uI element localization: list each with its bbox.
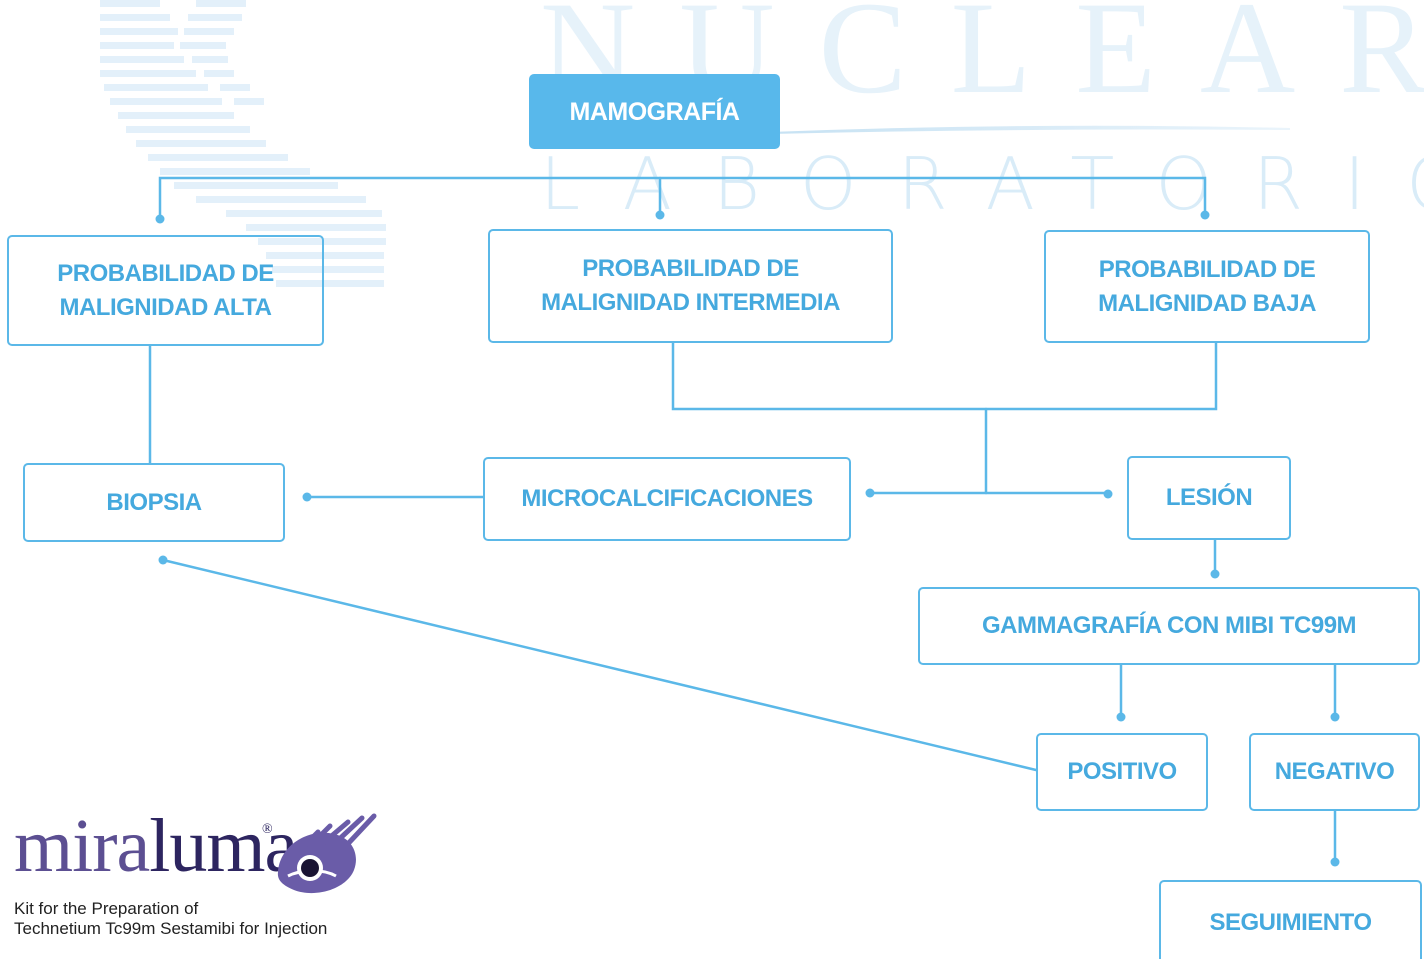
node-probabilidad-intermedia: PROBABILIDAD DE MALIGNIDAD INTERMEDIA xyxy=(488,229,893,343)
node-negativo: NEGATIVO xyxy=(1249,733,1420,811)
connector-root-branches xyxy=(158,176,1207,221)
miraluma-logo: miraluma ® Kit for the Preparation of Te… xyxy=(14,808,394,959)
logo-word-dark: luma xyxy=(149,804,298,888)
connector-dot xyxy=(158,555,168,565)
connector-dot xyxy=(1116,712,1126,722)
node-biopsia: BIOPSIA xyxy=(23,463,285,542)
node-probabilidad-baja: PROBABILIDAD DE MALIGNIDAD BAJA xyxy=(1044,230,1370,343)
connector-dot xyxy=(1103,489,1113,499)
connector-dot xyxy=(1330,857,1340,867)
node-probabilidad-alta: PROBABILIDAD DE MALIGNIDAD ALTA xyxy=(7,235,324,346)
node-gammagrafia: GAMMAGRAFÍA CON MIBI TC99M xyxy=(918,587,1420,665)
connector-dot xyxy=(1200,210,1210,220)
connector-dot xyxy=(865,488,875,498)
connector-positivo-biopsia xyxy=(161,558,1038,772)
node-mamografia: MAMOGRAFÍA xyxy=(529,74,780,149)
connector-dot xyxy=(655,210,665,220)
logo-wordmark: miraluma xyxy=(14,808,298,884)
node-positivo: POSITIVO xyxy=(1036,733,1208,811)
watermark-subtitle: LABORATORIO xyxy=(540,142,1424,226)
node-seguimiento: SEGUIMIENTO xyxy=(1159,880,1422,959)
logo-word-light: mira xyxy=(14,804,150,888)
connector-dot xyxy=(155,214,165,224)
connector-dot xyxy=(1210,569,1220,579)
logo-tagline-2: Technetium Tc99m Sestamibi for Injection xyxy=(14,919,328,938)
eye-emblem-icon xyxy=(277,813,377,894)
logo-registered-mark: ® xyxy=(262,822,273,837)
connector-merge-intermedia-baja xyxy=(671,341,1218,411)
watermark-swoosh-icon xyxy=(770,125,1290,134)
node-lesion: LESIÓN xyxy=(1127,456,1291,540)
stripes-watermark-icon xyxy=(100,0,386,287)
connector-dot xyxy=(1330,712,1340,722)
connector-dot xyxy=(302,492,312,502)
node-microcalcificaciones: MICROCALCIFICACIONES xyxy=(483,457,851,541)
logo-tagline-1: Kit for the Preparation of xyxy=(14,899,199,918)
